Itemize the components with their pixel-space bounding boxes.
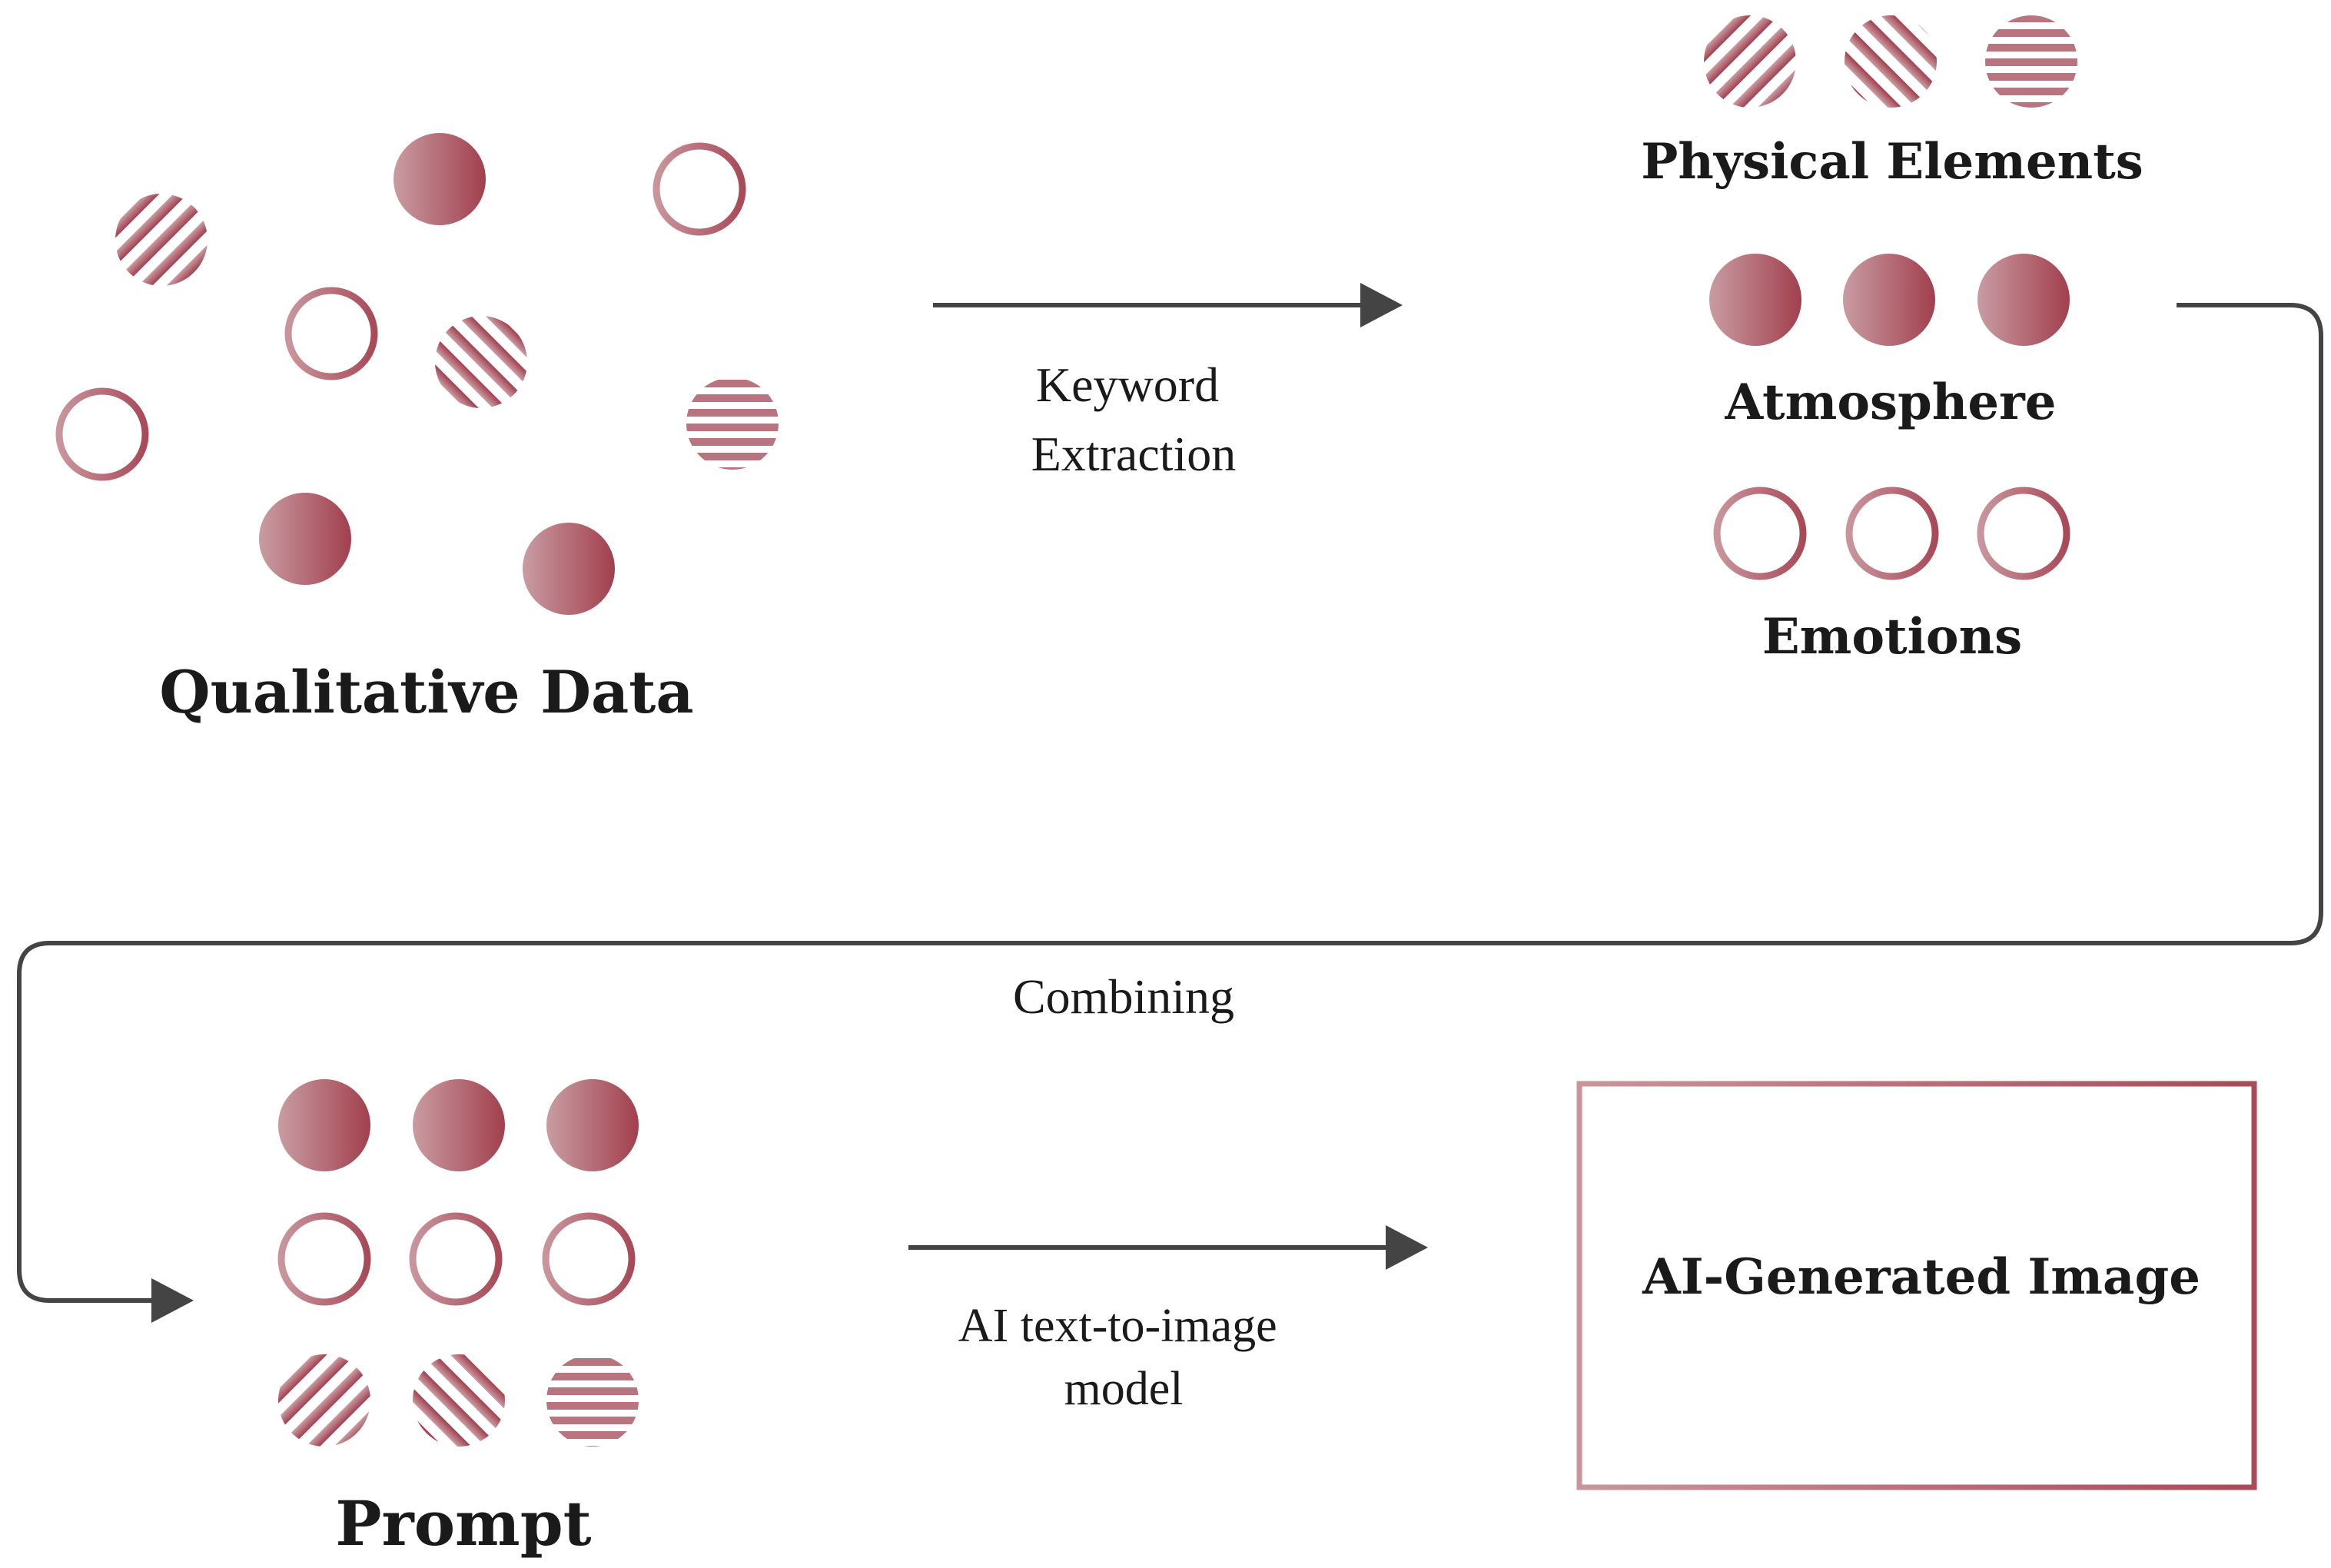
- ring-icon: [409, 1212, 503, 1306]
- filled-circle-icon: [393, 133, 486, 225]
- arrowhead-icon: [151, 1278, 194, 1323]
- ring-icon: [284, 287, 378, 380]
- ai-model-line2: model: [1064, 1363, 1184, 1415]
- filled-circle-icon: [259, 493, 351, 585]
- emotions-group: Emotions: [1713, 487, 2070, 666]
- ai-generated-image-box: AI-Generated Image: [1576, 1081, 2257, 1490]
- filled-circle-icon: [546, 1079, 639, 1171]
- qualitative-data-cluster: Qualitative Data: [55, 133, 779, 726]
- horizontal-stripes-icon: [546, 1354, 639, 1447]
- physical-elements-group: Physical Elements: [1641, 15, 2143, 191]
- diagonal-stripes-icon: [115, 194, 208, 286]
- arrowhead-icon: [1360, 283, 1403, 327]
- filled-circle-icon: [1843, 254, 1935, 346]
- horizontal-stripes-icon: [686, 377, 779, 470]
- back-diagonal-stripes-icon: [413, 1354, 505, 1447]
- ai-generated-image-label: AI-Generated Image: [1642, 1248, 2200, 1306]
- ring-icon: [542, 1212, 636, 1306]
- filled-circle-icon: [1709, 254, 1801, 346]
- prompt-group: Prompt: [277, 1079, 639, 1560]
- prompt-label: Prompt: [335, 1487, 591, 1560]
- ring-icon: [55, 387, 149, 481]
- ring-icon: [1977, 487, 2070, 580]
- back-diagonal-stripes-icon: [435, 316, 527, 408]
- filled-circle-icon: [413, 1079, 505, 1171]
- diagonal-stripes-icon: [278, 1354, 370, 1447]
- arrowhead-icon: [1386, 1225, 1428, 1270]
- diagonal-stripes-icon: [1704, 15, 1796, 108]
- ai-model-label: AI text-to-image model: [958, 1300, 1289, 1415]
- ai-model-line1: AI text-to-image: [958, 1300, 1277, 1352]
- ring-icon: [1713, 487, 1807, 580]
- back-diagonal-stripes-icon: [1845, 15, 1937, 108]
- keyword-extraction-label: Keyword Extraction: [1031, 357, 1237, 481]
- keyword-extraction-line1: Keyword: [1036, 357, 1219, 412]
- horizontal-stripes-icon: [1985, 15, 2077, 108]
- keyword-extraction-arrow: Keyword Extraction: [933, 283, 1403, 481]
- combining-connector: Combining: [17, 303, 2323, 1323]
- combining-label: Combining: [1013, 969, 1234, 1024]
- filled-circle-icon: [523, 523, 615, 615]
- filled-circle-icon: [278, 1079, 370, 1171]
- atmosphere-group: Atmosphere: [1709, 254, 2070, 431]
- ring-icon: [1845, 487, 1939, 580]
- ai-model-arrow: AI text-to-image model: [908, 1225, 1428, 1415]
- qualitative-data-label: Qualitative Data: [159, 658, 693, 726]
- physical-elements-label: Physical Elements: [1641, 133, 2143, 191]
- ring-icon: [652, 142, 746, 236]
- keyword-extraction-line2: Extraction: [1031, 427, 1237, 481]
- atmosphere-label: Atmosphere: [1725, 374, 2057, 431]
- filled-circle-icon: [1977, 254, 2070, 346]
- emotions-label: Emotions: [1762, 608, 2022, 666]
- ring-icon: [277, 1212, 371, 1306]
